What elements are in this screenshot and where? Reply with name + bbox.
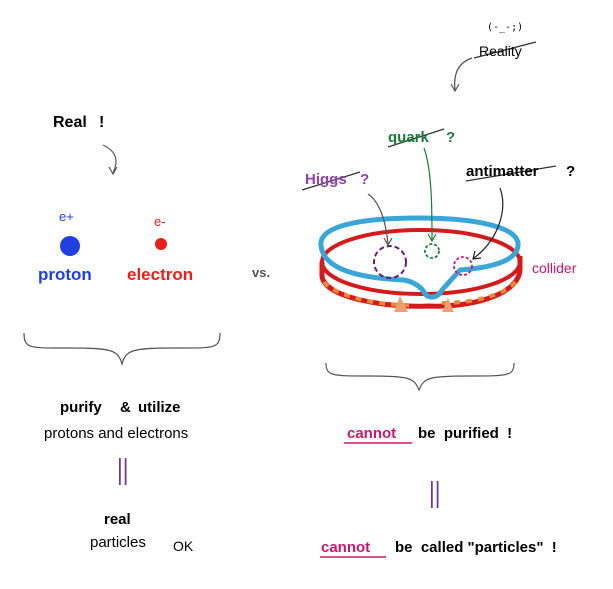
- real-exclamation: !: [99, 114, 105, 131]
- collider-label: collider: [532, 260, 577, 276]
- antimatter-strike: [465, 165, 557, 182]
- be-purified: be purified !: [418, 425, 513, 442]
- particles-word: particles: [90, 534, 146, 551]
- cannot-word-1: cannot: [347, 425, 397, 442]
- quark-strike: [387, 128, 445, 148]
- cannot-word-2: cannot: [321, 539, 371, 556]
- protons-and-electrons: protons and electrons: [44, 425, 189, 442]
- electron-label: electron: [127, 265, 194, 284]
- electron-charge: e-: [154, 214, 166, 229]
- quark-circle: [424, 243, 440, 259]
- real-word: real: [104, 511, 131, 528]
- higgs-question: ?: [360, 171, 370, 188]
- reality-arrow: [454, 57, 473, 91]
- vs-label: vs.: [252, 265, 271, 280]
- right-equals: ||: [429, 476, 441, 509]
- purify-word: purify: [60, 399, 102, 416]
- left-equals: ||: [117, 453, 129, 486]
- higgs-strike: [301, 171, 361, 191]
- ok-word: OK: [173, 538, 194, 554]
- higgs-arrow-head: [383, 237, 393, 247]
- antimatter-question: ?: [566, 163, 576, 180]
- real-arrow: [102, 144, 117, 174]
- antimatter-label: antimatter: [466, 163, 539, 180]
- quark-question: ?: [446, 129, 456, 146]
- electron-dot: [155, 238, 167, 250]
- higgs-label: Higgs: [305, 171, 347, 188]
- right-brace: [325, 362, 515, 392]
- proton-label: proton: [38, 265, 92, 284]
- real-arrow-head: [108, 166, 118, 176]
- reality-strike: [473, 41, 537, 59]
- proton-charge: e+: [59, 209, 74, 224]
- antimatter-circle: [453, 256, 473, 276]
- reality-arrow-head: [450, 83, 460, 93]
- amp-symbol: &: [120, 399, 131, 416]
- antimatter-arrow-head: [472, 250, 482, 260]
- collider-ring: [318, 215, 523, 312]
- quark-arrow-head: [427, 233, 437, 243]
- higgs-circle: [373, 245, 407, 279]
- be-called-particles: be called "particles" !: [395, 539, 557, 556]
- utilize-word: utilize: [138, 399, 181, 416]
- real-label: Real: [53, 114, 87, 131]
- face-emoticon: (-_-;): [487, 22, 524, 33]
- reality-label: Reality: [479, 43, 522, 59]
- quark-arrow: [423, 147, 433, 241]
- left-brace: [23, 332, 221, 367]
- proton-dot: [60, 236, 80, 256]
- antimatter-arrow: [473, 187, 504, 259]
- higgs-arrow: [367, 193, 389, 245]
- quark-label: quark: [388, 129, 429, 146]
